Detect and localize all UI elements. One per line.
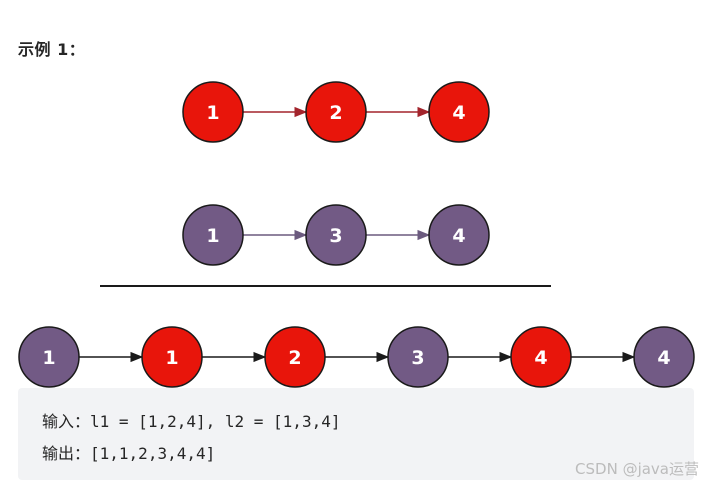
merged-node-label-1: 1 <box>42 347 55 369</box>
merged-node-label-6: 4 <box>657 347 670 369</box>
merged-node-label-2: 1 <box>165 347 178 369</box>
input-line: 输入：l1 = [1,2,4], l2 = [1,3,4] <box>42 408 340 432</box>
list1-node-label-1: 1 <box>206 102 219 124</box>
list1-node-3 <box>428 81 490 143</box>
merged-node-3 <box>264 326 326 388</box>
list2-node-3 <box>428 204 490 266</box>
merged-node-5 <box>510 326 572 388</box>
merged-node-4 <box>387 326 449 388</box>
list1-node-2 <box>305 81 367 143</box>
list1-row: 1 2 4 <box>182 81 490 143</box>
merged-node-label-4: 3 <box>411 347 424 369</box>
input-label: 输入： <box>42 412 91 431</box>
merged-node-6 <box>633 326 695 388</box>
code-block: 输入：l1 = [1,2,4], l2 = [1,3,4] 输出：[1,1,2,… <box>18 388 694 480</box>
list2-node-1 <box>182 204 244 266</box>
linked-list-diagram: 1 2 4 1 3 4 1 1 2 3 4 4 <box>18 81 695 388</box>
list2-node-label-2: 3 <box>329 225 342 247</box>
output-line: 输出：[1,1,2,3,4,4] <box>42 440 215 464</box>
input-value: l1 = [1,2,4], l2 = [1,3,4] <box>90 412 341 431</box>
output-label: 输出： <box>42 444 91 463</box>
merged-node-label-3: 2 <box>288 347 301 369</box>
output-value: [1,1,2,3,4,4] <box>90 444 216 463</box>
merged-list-row: 1 1 2 3 4 4 <box>18 326 695 388</box>
list1-node-1 <box>182 81 244 143</box>
example-title: 示例 1： <box>18 40 86 59</box>
list1-node-label-2: 2 <box>329 102 342 124</box>
list2-row: 1 3 4 <box>182 204 490 266</box>
merged-node-2 <box>141 326 203 388</box>
merged-node-1 <box>18 326 80 388</box>
list1-node-label-3: 4 <box>452 102 465 124</box>
merged-node-label-5: 4 <box>534 347 547 369</box>
list2-node-2 <box>305 204 367 266</box>
list2-node-label-3: 4 <box>452 225 465 247</box>
watermark: CSDN @java运营 <box>575 460 699 478</box>
list2-node-label-1: 1 <box>206 225 219 247</box>
